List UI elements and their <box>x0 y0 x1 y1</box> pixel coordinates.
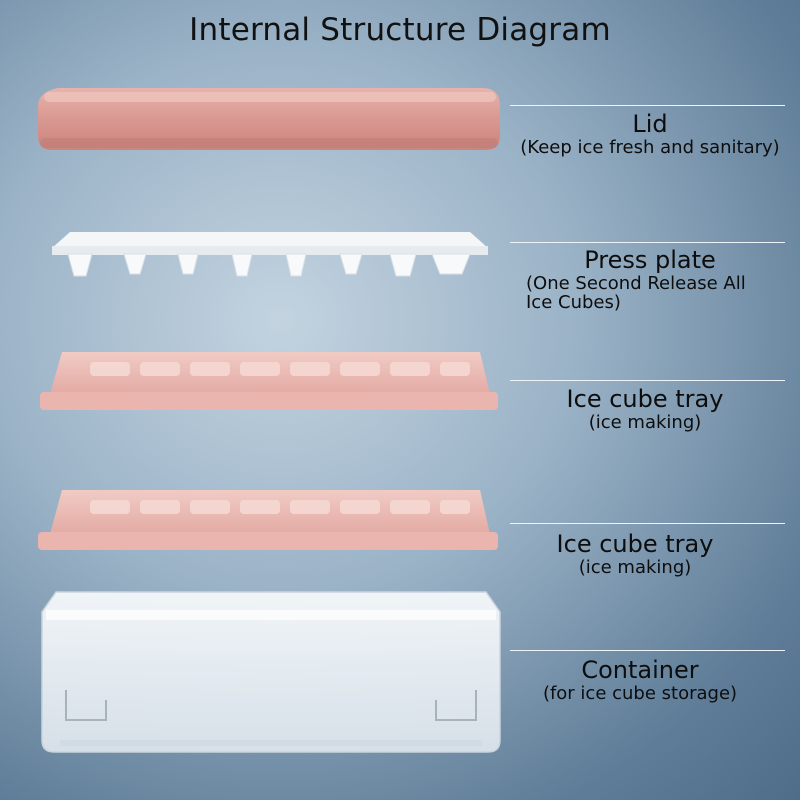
leader-line-ice-tray-2 <box>510 523 785 524</box>
label-lid-name: Lid <box>632 110 668 138</box>
label-ice-tray-2: Ice cube tray (ice making) <box>490 530 780 578</box>
label-press-plate-description: (One Second Release All Ice Cubes) <box>526 272 746 314</box>
label-lid: Lid (Keep ice fresh and sanitary) <box>500 110 800 158</box>
press-plate-part <box>52 232 488 277</box>
label-ice-tray-2-name: Ice cube tray <box>556 530 714 558</box>
label-press-plate-name: Press plate <box>584 246 716 274</box>
leader-line-container <box>510 650 785 651</box>
container-part <box>41 591 501 753</box>
label-lid-description: (Keep ice fresh and sanitary) <box>520 136 780 158</box>
diagram-title: Internal Structure Diagram <box>189 12 611 48</box>
leader-line-lid <box>510 105 785 106</box>
leader-line-ice-tray-1 <box>510 380 785 381</box>
label-ice-tray-2-description: (ice making) <box>578 556 692 578</box>
label-press-plate: Press plate (One Second Release All Ice … <box>510 246 790 314</box>
lid-part <box>38 88 500 150</box>
label-ice-tray-1-description: (ice making) <box>588 411 702 433</box>
label-ice-tray-1: Ice cube tray (ice making) <box>500 385 790 433</box>
leader-line-press-plate <box>510 242 785 243</box>
ice-tray-top-part <box>40 352 498 410</box>
label-container: Container (for ice cube storage) <box>490 656 790 704</box>
ice-tray-bottom-part <box>38 490 498 550</box>
label-ice-tray-1-name: Ice cube tray <box>566 385 724 413</box>
label-container-name: Container <box>581 656 699 684</box>
label-container-description: (for ice cube storage) <box>542 682 738 704</box>
